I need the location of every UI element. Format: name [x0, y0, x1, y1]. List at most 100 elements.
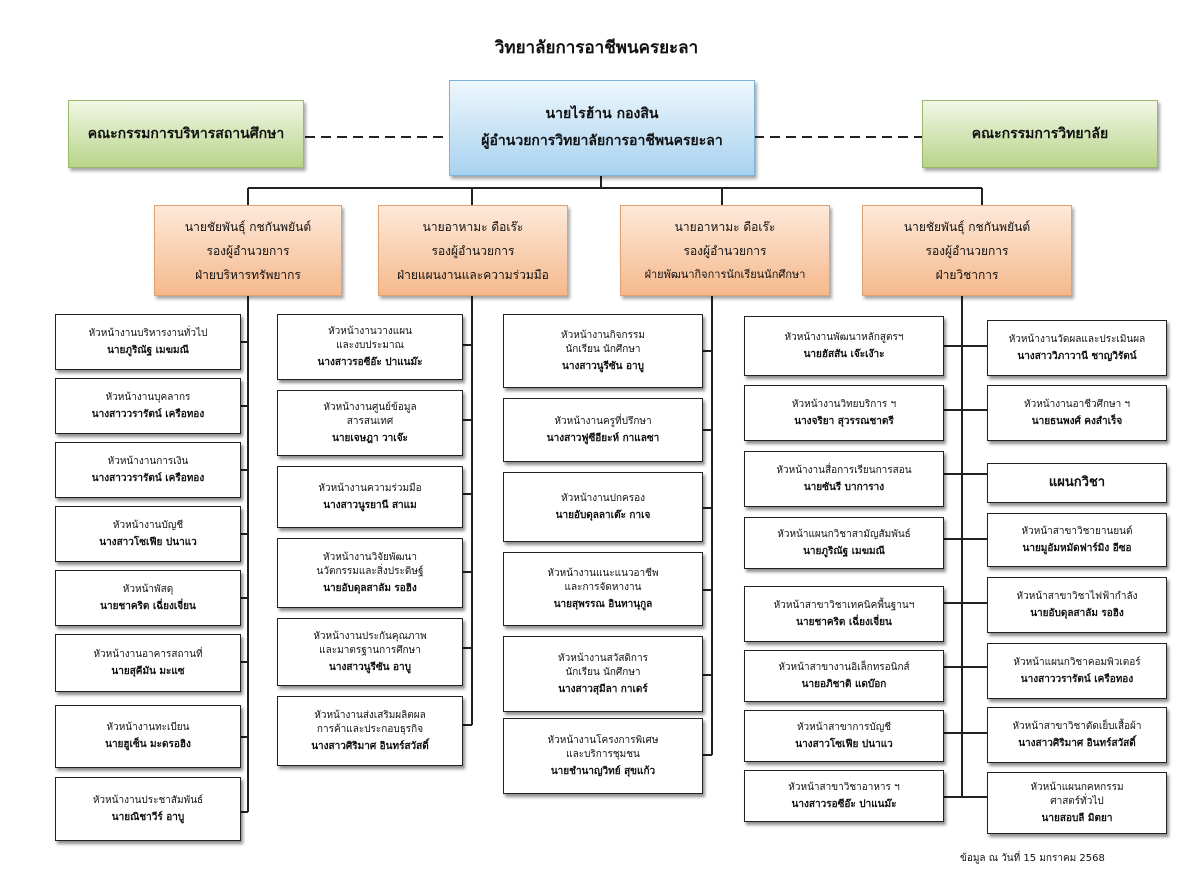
staff-title: หัวหน้างานบัญชี: [112, 519, 184, 531]
staff-box: หัวหน้างานประชาสัมพันธ์ นายณิชาวีร์ อาบู: [55, 777, 241, 841]
staff-name: นางจริยา สุวรรณชาตรี: [794, 415, 894, 427]
staff-box: หัวหน้างานบุคลากร นางสาววรารัตน์ เครือทอ…: [55, 378, 241, 434]
staff-title-line2: สารสนเทศ: [346, 415, 394, 427]
staff-title: หัวหน้าสาขาวิชาเทคนิคพื้นฐานฯ: [773, 599, 915, 611]
staff-box: หัวหน้าแผนกวิชาคอมพิวเตอร์ นางสาววรารัตน…: [987, 643, 1167, 699]
staff-name: นายอับดุลสาลัม รอฮิง: [1030, 607, 1124, 619]
staff-box: หัวหน้าสาขางานอิเล็กทรอนิกส์ นายอภิชาติ …: [744, 650, 944, 702]
director-name: นายไรฮ้าน กองสิน: [545, 106, 659, 122]
staff-title: หัวหน้างานประชาสัมพันธ์: [92, 794, 204, 806]
staff-box: หัวหน้างานวางแผน และงบประมาณ นางสาวรอซีอ…: [277, 314, 463, 380]
deputy-box-academic: นายชัยพันธุ์ กชกันพยันต์ รองผู้อำนวยการ …: [862, 205, 1072, 296]
deputy-division: ฝ่ายพัฒนากิจการนักเรียนนักศึกษา: [644, 267, 806, 281]
staff-box: หัวหน้างานวัดผลและประเมินผล นางสาววิภาวา…: [987, 320, 1167, 376]
staff-title-line2: และบริการชุมชน: [566, 748, 640, 760]
staff-title: หัวหน้าสาขาการบัญชี: [796, 721, 892, 733]
staff-box: หัวหน้างานโครงการพิเศษ และบริการชุมชน นา…: [503, 718, 703, 794]
staff-box: หัวหน้างานความร่วมมือ นางสาวนูรยานี สาแม: [277, 466, 463, 528]
staff-name: นางสาววรารัตน์ เครือทอง: [91, 408, 205, 420]
staff-title: หัวหน้างานวางแผน: [328, 325, 412, 337]
staff-box: หัวหน้าสาขาวิชาไฟฟ้ากำลัง นายอับดุลสาลัม…: [987, 577, 1167, 633]
deputy-division: ฝ่ายวิชาการ: [935, 267, 999, 282]
staff-title-line2: นักเรียน นักศึกษา: [565, 666, 641, 678]
staff-title: หัวหน้างานบุคลากร: [105, 391, 191, 403]
staff-title: หัวหน้าสาขาวิชาตัดเย็บเสื้อผ้า: [1012, 720, 1142, 732]
staff-name: นายอับดุลสาลัม รอฮิง: [323, 582, 417, 594]
staff-title: หัวหน้าแผนกวิชาคอมพิวเตอร์: [1013, 656, 1141, 668]
staff-box: หัวหน้าแผนกวิชาสามัญสัมพันธ์ นายภูริณัฐ …: [744, 517, 944, 569]
department-header: แผนกวิชา: [987, 463, 1167, 503]
data-date-footnote: ข้อมูล ณ วันที่ 15 มกราคม 2568: [960, 853, 1105, 864]
staff-title: หัวหน้าสาขาวิชายานยนต์: [1021, 525, 1133, 537]
deputy-name: นายชัยพันธุ์ กชกันพยันต์: [184, 219, 312, 234]
staff-box: หัวหน้างานปกครอง นายอับดุลลาเต๊ะ กาเจ: [503, 472, 703, 542]
staff-box: หัวหน้างานบัญชี นางสาวโซเฟีย ปนาแว: [55, 506, 241, 562]
admin-board-box: คณะกรรมการบริหารสถานศึกษา: [68, 100, 304, 168]
staff-title: หัวหน้างานวิจัยพัฒนา: [323, 551, 417, 563]
staff-box: หัวหน้างานบริหารงานทั่วไป นายภูริณัฐ เมฆ…: [55, 314, 241, 370]
director-position: ผู้อำนวยการวิทยาลัยการอาชีพนครยะลา: [481, 133, 723, 149]
staff-title: หัวหน้าสาขาวิชาไฟฟ้ากำลัง: [1016, 590, 1138, 602]
staff-title: หัวหน้างานกิจกรรม: [561, 329, 645, 341]
staff-box: หัวหน้างานทะเบียน นายฮูเซ็น มะดรอฮิง: [55, 705, 241, 768]
staff-title: หัวหน้าสาขาวิชาอาหาร ฯ: [788, 781, 900, 793]
staff-title: หัวหน้างานความร่วมมือ: [318, 482, 422, 494]
staff-title: หัวหน้าพัสดุ: [122, 583, 174, 595]
staff-name: นายสอบลี มิตยา: [1041, 812, 1113, 824]
staff-name: นายอับดุลลาเต๊ะ กาเจ: [555, 509, 651, 521]
staff-title: หัวหน้างานวิทยบริการ ฯ: [791, 398, 897, 410]
staff-title: หัวหน้างานสื่อการเรียนการสอน: [776, 464, 912, 476]
staff-name: นางสาวรอซีอ๊ะ ปาแนม๊ะ: [791, 798, 897, 810]
deputy-division: ฝ่ายบริหารทรัพยากร: [195, 267, 301, 282]
staff-name: นายสุพรรณ อินทานุกูล: [553, 598, 653, 610]
staff-name: นายชาคริต เฉี่ยงเจี่ยน: [100, 600, 196, 612]
staff-name: นายมูอัมหมัดฟาร์มิง อีซอ: [1022, 542, 1132, 554]
deputy-role: รองผู้อำนวยการ: [683, 243, 767, 258]
deputy-role: รองผู้อำนวยการ: [206, 243, 290, 258]
staff-title-line2: และมาตรฐานการศึกษา: [319, 644, 421, 656]
staff-box: หัวหน้างานอาคารสถานที่ นายสุคีมัน มะแซ: [55, 634, 241, 692]
staff-box: หัวหน้างานประกันคุณภาพ และมาตรฐานการศึกษ…: [277, 618, 463, 686]
staff-title: หัวหน้างานทะเบียน: [106, 722, 190, 733]
staff-name: นางสาวสุมีลา กาเดร์: [558, 683, 648, 695]
staff-box: หัวหน้าแผนกคหกรรม ศาสตร์ทั่วไป นายสอบลี …: [987, 772, 1167, 834]
staff-name: นางสาววรารัตน์ เครือทอง: [91, 472, 205, 484]
director-box: นายไรฮ้าน กองสิน ผู้อำนวยการวิทยาลัยการอ…: [449, 80, 755, 176]
staff-box: หัวหน้าสาขาการบัญชี นางสาวโซเฟีย ปนาแว: [744, 710, 944, 762]
deputy-box-planning: นายอาหามะ ดือเร๊ะ รองผู้อำนวยการ ฝ่ายแผน…: [378, 205, 568, 296]
staff-title: หัวหน้างานสวัสดิการ: [558, 652, 648, 664]
staff-name: นางสาวฟูซีอียะห์ กาแลซา: [546, 432, 660, 444]
staff-name: นายซันรี บาการาง: [803, 481, 885, 493]
staff-title: หัวหน้างานโครงการพิเศษ: [547, 734, 659, 746]
deputy-box-student-affairs: นายอาหามะ ดือเร๊ะ รองผู้อำนวยการ ฝ่ายพัฒ…: [620, 205, 830, 296]
staff-name: นายชำนาญวิทย์ สุขแก้ว: [550, 765, 656, 777]
staff-name: นายฮัสสัน เจ๊ะเง๊าะ: [803, 348, 885, 360]
staff-box: หัวหน้างานการเงิน นางสาววรารัตน์ เครือทอ…: [55, 442, 241, 498]
staff-title: หัวหน้างานประกันคุณภาพ: [313, 630, 427, 642]
deputy-role: รองผู้อำนวยการ: [925, 243, 1009, 258]
staff-name: นายภูริณัฐ เมฆมณี: [107, 344, 189, 356]
page-title: วิทยาลัยการอาชีพนครยะลา: [494, 38, 699, 58]
staff-title: หัวหน้าแผนกคหกรรม: [1030, 781, 1124, 793]
staff-box: หัวหน้างานวิทยบริการ ฯ นางจริยา สุวรรณชา…: [744, 385, 944, 441]
staff-box: หัวหน้างานวิจัยพัฒนา นวัตกรรมและสิ่งประด…: [277, 538, 463, 608]
staff-box: หัวหน้าสาขาวิชาอาหาร ฯ นางสาวรอซีอ๊ะ ปาแ…: [744, 770, 944, 822]
staff-box: หัวหน้างานสื่อการเรียนการสอน นายซันรี บา…: [744, 451, 944, 507]
staff-title-line2: นักเรียน นักศึกษา: [565, 343, 641, 355]
staff-name: นางสาวโซเฟีย ปนาแว: [99, 536, 197, 548]
staff-title: หัวหน้างานบริหารงานทั่วไป: [88, 327, 208, 339]
staff-title: หัวหน้างานการเงิน: [107, 455, 189, 467]
staff-name: นายณิชาวีร์ อาบู: [111, 811, 185, 823]
staff-box: หัวหน้าสาขาวิชายานยนต์ นายมูอัมหมัดฟาร์ม…: [987, 513, 1167, 567]
staff-title: หัวหน้างานศูนย์ข้อมูล: [323, 401, 417, 413]
deputy-division: ฝ่ายแผนงานและความร่วมมือ: [397, 267, 549, 282]
staff-title-line2: และการจัดหางาน: [564, 581, 642, 593]
staff-name: นายภูริณัฐ เมฆมณี: [803, 545, 885, 557]
staff-title-line2: ศาสตร์ทั่วไป: [1050, 795, 1104, 807]
deputy-name: นายอาหามะ ดือเร๊ะ: [422, 219, 524, 234]
staff-title: หัวหน้างานพัฒนาหลักสูตรฯ: [784, 331, 904, 343]
staff-title: หัวหน้าแผนกวิชาสามัญสัมพันธ์: [777, 528, 911, 540]
staff-name: นางสาวนูรีซัน อาบู: [562, 360, 644, 372]
staff-name: นางสาวนูรีซัน อาบู: [329, 661, 411, 673]
